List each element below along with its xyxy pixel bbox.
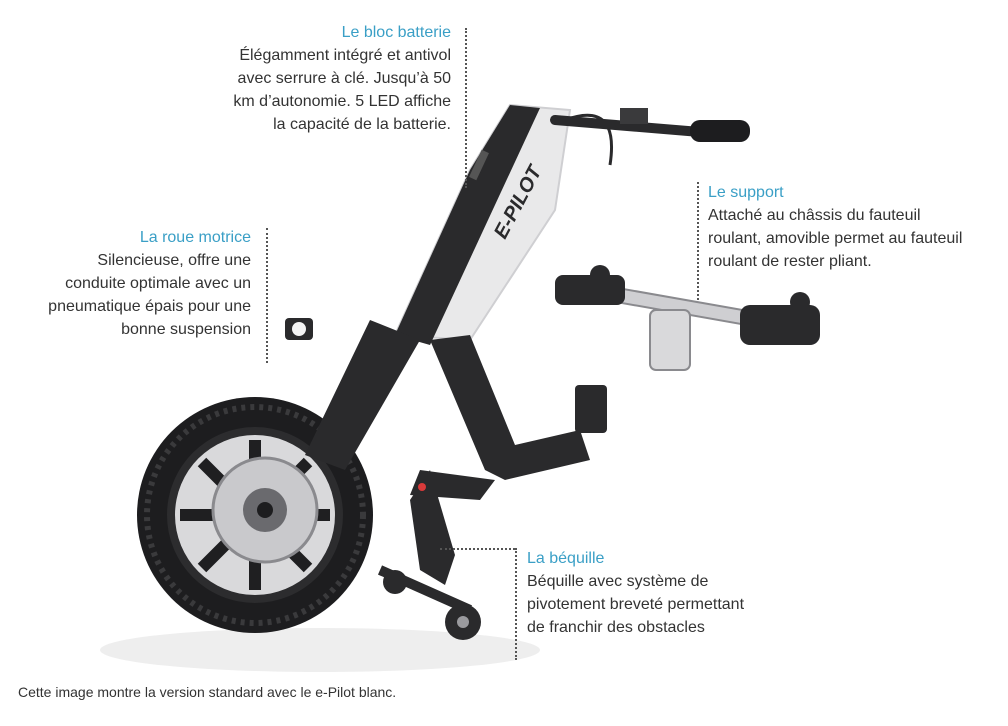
callout-battery-line: km d’autonomie. 5 LED affiche [233,93,451,110]
callout-wheel-line: pneumatique épais pour une [48,298,251,315]
kickstand [377,470,481,640]
handle-grip [690,120,750,142]
callout-battery-line: la capacité de la batterie. [273,116,451,133]
callout-battery-line: avec serrure à clé. Jusqu’à 50 [237,70,451,87]
callout-battery-line: Élégamment intégré et antivol [239,47,451,64]
wheel-leader-line [266,228,268,363]
main-column: E-PILOT [305,103,572,470]
callout-kickstand-title: La béquille [527,550,605,567]
callout-wheel-line: Silencieuse, offre une [97,252,251,269]
battery-leader-line [465,28,467,188]
callout-wheel-line: conduite optimale avec un [65,275,251,292]
callout-kickstand-line: Béquille avec système de [527,573,709,590]
rear-light [418,483,426,491]
callout-support-line: roulant, amovible permet au fauteuil [708,230,963,247]
support-bracket [555,265,820,371]
support-leader-line [697,182,699,300]
callout-support-line: roulant de rester pliant. [708,253,872,270]
callout-wheel: La roue motrice Silencieuse, offre une c… [11,226,251,341]
ground-shadow [100,628,540,672]
kickstand-leader-line [515,548,517,660]
image-caption: Cette image montre la version standard a… [18,684,397,700]
lower-arm [410,335,607,500]
callout-battery-title: Le bloc batterie [341,24,451,41]
headlight [285,318,313,340]
callout-kickstand-line: de franchir des obstacles [527,619,705,636]
callout-wheel-title: La roue motrice [139,229,251,246]
callout-kickstand: La béquille Béquille avec système de piv… [527,547,797,639]
callout-support-line: Attaché au châssis du fauteuil [708,207,921,224]
callout-support: Le support Attaché au châssis du fauteui… [708,181,1003,273]
callout-wheel-line: bonne suspension [121,321,251,338]
display-unit [620,108,648,124]
handlebar [550,108,750,166]
battery-led-strip [469,149,489,181]
callout-battery: Le bloc batterie Élégamment intégré et a… [191,21,451,136]
callout-support-title: Le support [708,184,784,201]
callout-kickstand-line: pivotement breveté permettant [527,596,745,613]
kickstand-leader-line-h [440,548,515,550]
clamp-plate [575,385,607,433]
